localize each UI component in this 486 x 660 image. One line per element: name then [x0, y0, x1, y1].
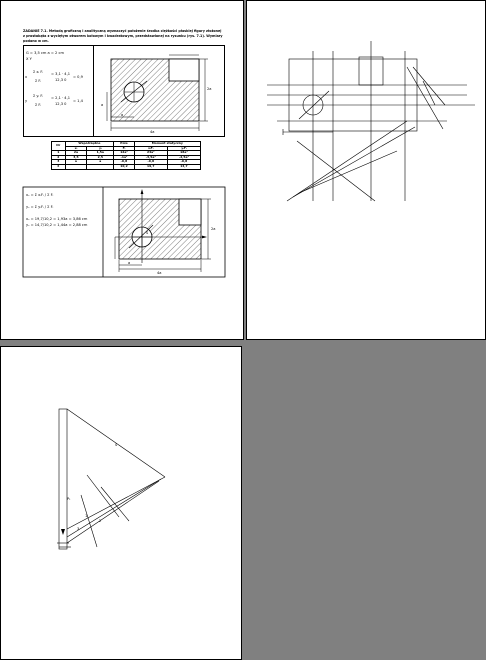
page3-label-1: 1	[85, 514, 88, 518]
xs-general: xₛ = Σ xᵢFᵢ / Σ Fᵢ	[26, 193, 54, 197]
dim-2a-right-1: 2a	[207, 87, 212, 91]
page3-label-3: 3	[77, 527, 80, 531]
cell	[86, 164, 115, 170]
cell: 14,7	[166, 164, 202, 170]
table-row: Σ 10,2 19,7 14,7	[51, 164, 202, 170]
page-1: ZADANIE 7.1. Metodą graficzną i analityc…	[0, 0, 244, 340]
graphic-construction	[267, 41, 475, 202]
dim-a-label-1: a	[121, 113, 124, 117]
y-numerator: Σ yᵢ Fᵢ	[33, 94, 44, 98]
ys-general: yₛ = Σ yᵢFᵢ / Σ Fᵢ	[26, 205, 54, 209]
force-polygon	[57, 408, 166, 550]
y-value: = 2,1 · 4,1	[51, 96, 71, 100]
top-frame	[23, 45, 225, 137]
x-denominator: Σ Fᵢ	[35, 79, 42, 83]
ys-value: yₛ = 14,7/10,2 = 1,44a = 2,88 cm	[26, 223, 88, 227]
y-denominator: Σ Fᵢ	[35, 103, 42, 107]
x-result: = 0,9	[73, 75, 83, 79]
cell: Σ	[51, 164, 66, 170]
x-numerator: Σ xᵢ Fᵢ	[33, 70, 44, 74]
x-lhs: x	[25, 75, 28, 79]
x-value: = 3,1 · 4,1	[51, 72, 71, 76]
page3-label-p: P₁	[67, 497, 71, 501]
y-result: = 1,4	[73, 99, 83, 103]
top-frame-divider	[93, 45, 94, 137]
y-value-den: 12,3 0	[55, 102, 67, 106]
x-value-den: 12,3 0	[55, 78, 67, 82]
y-lhs: y	[25, 99, 28, 103]
empty-gray-area	[244, 346, 486, 660]
dim-a-label-2: a	[128, 261, 131, 265]
page3-label-s: S	[115, 443, 118, 447]
page3-label-2: 2	[99, 519, 102, 523]
diagram-2-figure	[114, 189, 211, 272]
find-values: X Y	[26, 57, 32, 61]
centroid-s-label: S	[146, 231, 149, 235]
problem-heading: ZADANIE 7.1. Metodą graficzną i analityc…	[23, 29, 223, 43]
diagram-1-figure	[106, 54, 208, 131]
cell: 19,7	[133, 164, 168, 170]
calculation-table: Nr Współrzędne Pole Moment statyczny xᵢ …	[51, 140, 202, 170]
cell: 10,2	[113, 164, 135, 170]
dim-a-left-1: a	[101, 103, 104, 107]
xs-value: xₛ = 19,7/10,2 = 1,93a = 3,86 cm	[26, 217, 88, 221]
dim-2a-right-2: 2a	[211, 227, 216, 231]
bottom-frame	[22, 186, 226, 278]
given-values: G = 3,5 cm a = 2 cm	[26, 51, 64, 55]
page-2	[246, 0, 486, 340]
dim-4a-2: 4a	[157, 271, 162, 275]
dim-4a-1: 4a	[150, 130, 155, 134]
cell	[64, 164, 88, 170]
diagram-1	[22, 54, 226, 278]
page-3: S P₁ 1 2 3	[0, 346, 242, 660]
